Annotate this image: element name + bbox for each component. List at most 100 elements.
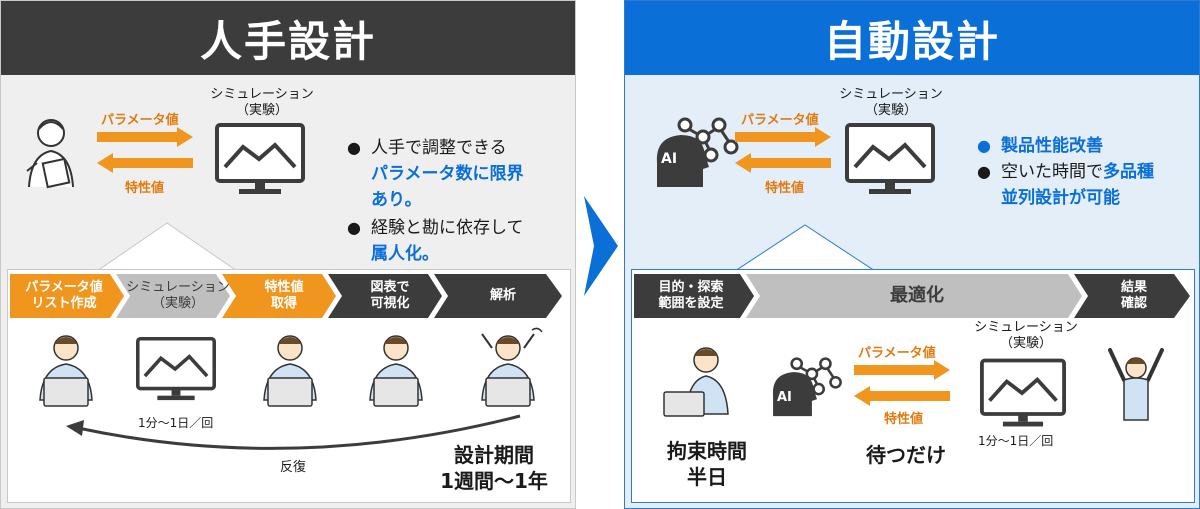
ai-head-icon (772, 357, 842, 417)
step-parameter-list-line2: リスト作成 (31, 296, 97, 311)
characteristic-value-label: 特性値 (125, 181, 165, 196)
worker-at-laptop-icon (263, 335, 317, 407)
step-simulation: シミュレーション（実験） (126, 274, 230, 318)
issue2-line2: 属人化。 (371, 244, 439, 264)
step-analysis-line1: 解析 (489, 288, 516, 303)
bullet-dot-icon: ● (977, 162, 991, 181)
bullet-dot-icon: ● (977, 136, 991, 155)
characteristic-arrow-left-icon (97, 153, 193, 173)
benefit2-line1: 空いた時間で多品種 (1001, 159, 1197, 185)
step-parameter-list: パラメータ値リスト作成 (12, 274, 116, 318)
design-period-line1: 設計期間 (454, 443, 534, 467)
parameter-value-label: パラメータ値 (101, 113, 179, 128)
step-characteristic: 特性値取得 (232, 274, 336, 318)
simulation-label-line2: （実験） (999, 336, 1052, 351)
simulation-monitor-icon (980, 358, 1066, 427)
benefit-item-2: ● 空いた時間で多品種 並列設計が可能 (977, 159, 1197, 211)
step-check-results-line2: 確認 (1120, 296, 1147, 311)
parameter-arrow-right-icon (735, 127, 831, 147)
callout-pointer (97, 222, 237, 271)
benefit-item-1: ● 製品性能改善 (977, 133, 1197, 159)
binding-time: 拘束時間 半日 (652, 438, 762, 490)
automatic-benefits-list: ● 製品性能改善 ● 空いた時間で多品種 並列設計が可能 (977, 133, 1197, 211)
wait-label: 待つだけ (866, 443, 946, 467)
relaxed-worker-icon (663, 347, 729, 417)
step-visualize-line2: 可視化 (370, 296, 410, 311)
automatic-process-box: 目的・探索範囲を設定 最適化 結果確認 拘束時間 半日 (631, 269, 1195, 503)
step-parameter-list-line1: パラメータ値 (25, 280, 103, 295)
simulation-time-label: 1分〜1日／回 (138, 416, 214, 430)
simulation-label: シミュレーション （実験） (831, 87, 951, 119)
automatic-design-panel: 自動設計 AI パラメータ値 特性値 シミュレーション （実験） ● 製品性能改 (624, 0, 1200, 509)
callout-pointer (735, 224, 875, 271)
issue2-line1: 経験と勘に依存して (371, 218, 524, 238)
step-set-objective-line2: 範囲を設定 (658, 296, 724, 311)
manual-process-box: パラメータ値リスト作成 シミュレーション（実験） 特性値取得 図表で可視化 解析… (7, 269, 571, 503)
step-characteristic-line1: 特性値 (264, 280, 304, 295)
characteristic-arrow-left-icon (854, 386, 950, 406)
step-set-objective-line1: 目的・探索 (658, 280, 724, 295)
manual-issue-item-1: ● 人手で調整できる パラメータ数に限界 あり。 (347, 135, 573, 213)
step-simulation-line2: （実験） (151, 296, 204, 311)
simulation-label: シミュレーション （実験） (966, 320, 1086, 352)
design-period-line2: 1週間〜1年 (440, 469, 548, 493)
issue1-line3: あり。 (371, 190, 422, 210)
step-optimization-line1: 最適化 (890, 285, 944, 306)
bullet-dot-icon: ● (347, 138, 361, 157)
simulation-label: シミュレーション （実験） (207, 87, 317, 119)
ai-head-icon (656, 117, 739, 187)
parameter-arrow-right-icon (854, 360, 950, 380)
step-check-results-line1: 結果 (1120, 280, 1147, 295)
benefit2-part-a: 空いた時間で (1001, 162, 1103, 182)
simulation-label-line1: シミュレーション (210, 87, 314, 102)
worker-at-laptop-icon (39, 335, 93, 407)
simulation-monitor-icon (845, 123, 935, 194)
benefit2-line2: 並列設計が可能 (1001, 188, 1120, 208)
step-visualize-line1: 図表で (370, 280, 410, 295)
step-optimization: 最適化 (762, 274, 1072, 318)
ai-label: AI (777, 390, 792, 405)
characteristic-value-label: 特性値 (765, 181, 805, 196)
manual-design-title: 人手設計 (1, 1, 575, 75)
benefit1-text: 製品性能改善 (1001, 136, 1103, 156)
simulation-label-line1: シミュレーション (974, 320, 1078, 335)
manual-issues-list: ● 人手で調整できる パラメータ数に限界 あり。 ● 経験と勘に依存して 属人化… (347, 135, 573, 267)
ai-label: AI (661, 151, 678, 167)
stressed-worker-icon (481, 327, 543, 407)
parameter-value-label: パラメータ値 (858, 346, 936, 361)
binding-time-line1: 拘束時間 (667, 439, 747, 463)
parameter-value-label: パラメータ値 (741, 113, 819, 128)
step-visualize: 図表で可視化 (338, 274, 442, 318)
simulation-label-line2: （実験） (235, 103, 288, 118)
automatic-design-title: 自動設計 (625, 1, 1199, 75)
design-period: 設計期間 1週間〜1年 (424, 442, 564, 494)
benefit2-part-b: 多品種 (1103, 162, 1154, 182)
step-simulation-line1: シミュレーション (126, 280, 230, 295)
parameter-arrow-right-icon (97, 127, 193, 147)
bullet-dot-icon: ● (347, 218, 361, 237)
manual-design-panel: 人手設計 パラメータ値 特性値 シミュレーション （実験） ● 人手で調整できる… (0, 0, 576, 509)
simulation-label-line2: （実験） (864, 103, 917, 118)
simulation-monitor-icon (215, 123, 305, 194)
simulation-monitor-icon (136, 337, 216, 401)
transition-arrow-icon (584, 196, 618, 296)
repeat-label: 反復 (280, 460, 307, 475)
step-set-objective: 目的・探索範囲を設定 (636, 274, 746, 318)
manual-process-chevrons (10, 274, 562, 318)
celebrating-person-icon (1108, 348, 1164, 421)
characteristic-value-label: 特性値 (884, 412, 924, 427)
issue1-line1: 人手で調整できる (371, 138, 507, 158)
worker-at-laptop-icon (369, 335, 423, 407)
binding-time-line2: 半日 (687, 465, 727, 489)
automatic-process-chevrons (634, 274, 1190, 318)
manual-issue-item-2: ● 経験と勘に依存して 属人化。 (347, 215, 573, 267)
designer-person-icon (26, 119, 74, 189)
step-characteristic-line2: 取得 (270, 296, 297, 311)
issue1-line2: パラメータ数に限界 (371, 164, 524, 184)
simulation-time-label: 1分〜1日／回 (978, 434, 1054, 448)
step-analysis: 解析 (448, 274, 558, 318)
repeat-loop-arrow-icon (66, 414, 521, 450)
characteristic-arrow-left-icon (735, 153, 831, 173)
simulation-label-line1: シミュレーション (839, 87, 943, 102)
step-check-results: 結果確認 (1084, 274, 1184, 318)
